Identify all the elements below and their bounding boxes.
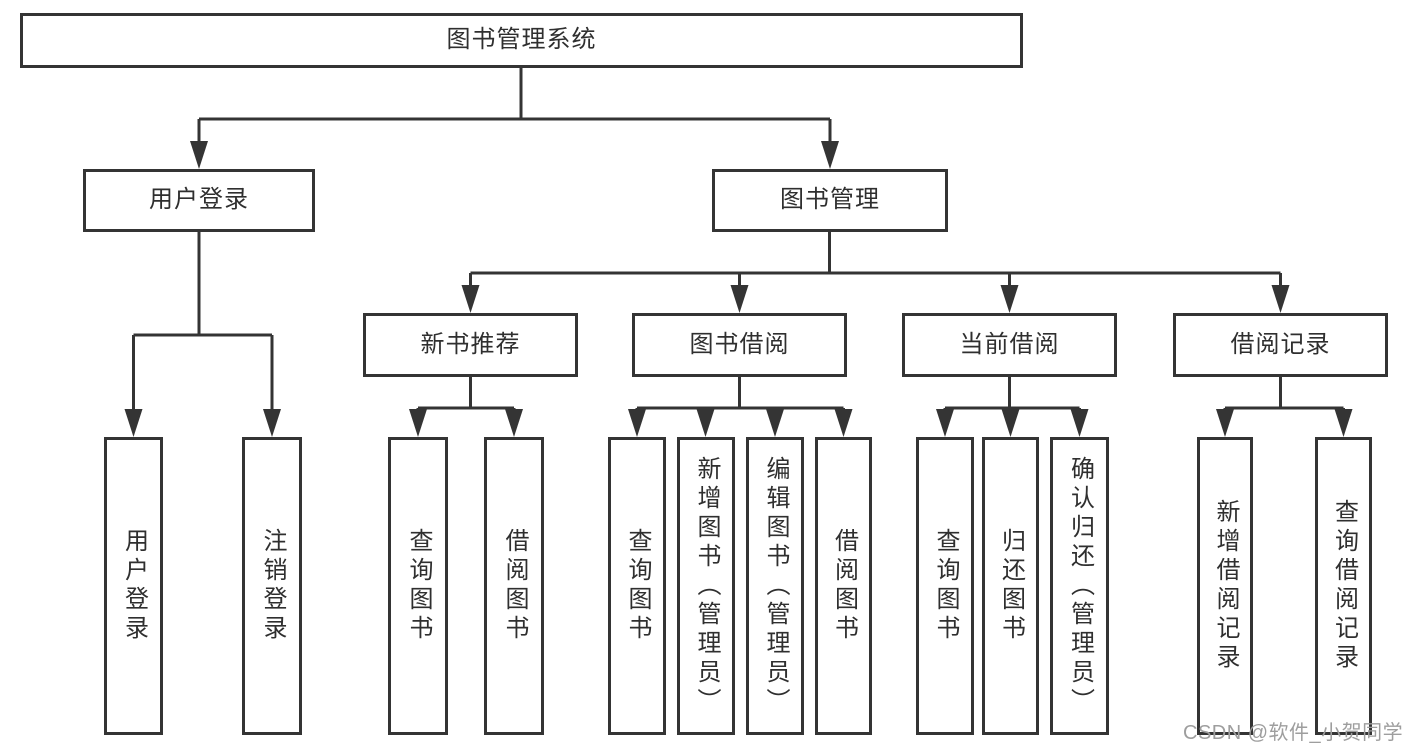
connector-trunk (132, 232, 274, 412)
node-book-management: 图书管理 (712, 169, 948, 232)
leaf-query-books-borrow: 查询图书 (608, 437, 666, 735)
connector-trunk (943, 377, 1081, 412)
node-user-login: 用户登录 (83, 169, 315, 232)
connector-book-management-to-sections (461, 232, 1290, 313)
arrowhead (124, 409, 143, 437)
connector-book-borrow-to-leaves (628, 377, 853, 437)
leaf-confirm-return-admin: 确认归还（管理员） (1050, 437, 1109, 735)
leaf-borrow-books: 借阅图书 (815, 437, 872, 735)
arrowhead (1271, 285, 1290, 313)
arrowhead (936, 409, 954, 437)
leaf-query-borrow-record: 查询借阅记录 (1315, 437, 1372, 735)
arrowhead (505, 409, 523, 437)
leaf-return-books: 归还图书 (982, 437, 1039, 735)
arrowhead (696, 409, 715, 437)
node-library-system: 图书管理系统 (20, 13, 1023, 68)
leaf-add-books-admin: 新增图书（管理员） (677, 437, 735, 735)
leaf-query-books-recommend: 查询图书 (388, 437, 448, 735)
leaf-borrow-books-recommend: 借阅图书 (484, 437, 544, 735)
arrowhead (461, 285, 480, 313)
connector-borrow-records-to-leaves (1216, 377, 1353, 437)
leaf-logout: 注销登录 (242, 437, 302, 735)
node-new-book-recommend: 新书推荐 (363, 313, 578, 377)
arrowhead (1334, 409, 1353, 437)
arrowhead (409, 409, 427, 437)
leaf-user-login: 用户登录 (104, 437, 163, 735)
arrowhead (1216, 409, 1234, 437)
arrowhead (1070, 409, 1089, 437)
arrowhead (730, 285, 749, 313)
connector-trunk (635, 377, 845, 412)
arrowhead (766, 409, 784, 437)
connector-current-borrow-to-leaves (936, 377, 1089, 437)
arrowhead (834, 409, 853, 437)
arrowhead (1001, 409, 1020, 437)
connector-trunk (469, 232, 1282, 288)
leaf-edit-books-admin: 编辑图书（管理员） (746, 437, 804, 735)
arrowhead (821, 141, 839, 169)
arrowhead (263, 409, 281, 437)
arrowhead (628, 409, 646, 437)
node-borrow-records: 借阅记录 (1173, 313, 1388, 377)
connector-user-login-to-leaves (124, 232, 281, 437)
node-book-borrow: 图书借阅 (632, 313, 847, 377)
leaf-query-books-current: 查询图书 (916, 437, 974, 735)
connector-root-to-branches (190, 68, 839, 169)
arrowhead (190, 141, 208, 169)
csdn-watermark: CSDN @软件_小贺同学 (1183, 722, 1404, 744)
connector-trunk (1223, 377, 1345, 412)
connector-trunk (197, 68, 832, 144)
connector-trunk (416, 377, 516, 412)
connector-new-book-recommend-to-leaves (409, 377, 523, 437)
arrowhead (1000, 285, 1019, 313)
node-current-borrow: 当前借阅 (902, 313, 1117, 377)
leaf-add-borrow-record: 新增借阅记录 (1197, 437, 1253, 735)
